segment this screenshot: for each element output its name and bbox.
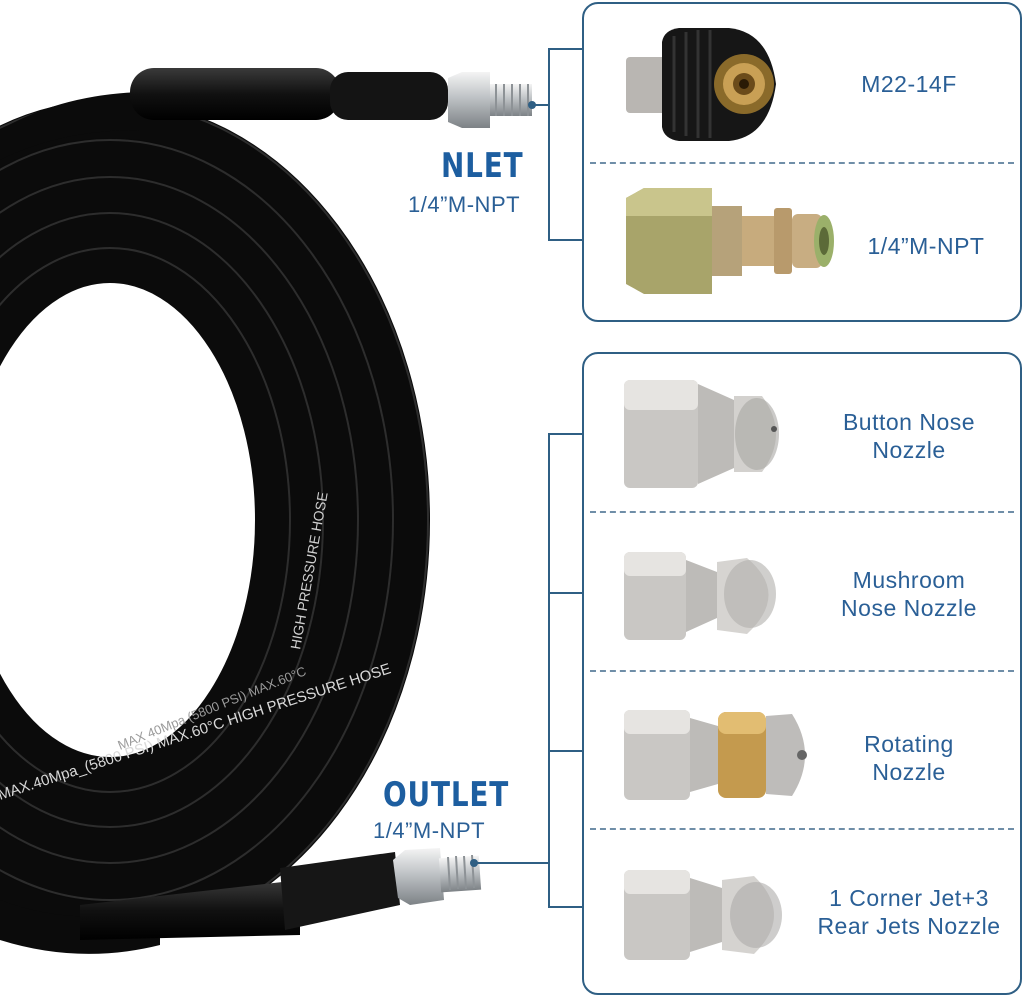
nozzle-bracket-tick-2 xyxy=(548,592,582,594)
m22-coupler-icon xyxy=(626,28,776,141)
nozzle-panel: Button Nose Nozzle Mushroom Nose Nozzle … xyxy=(582,352,1022,995)
inlet-part-name-2: 1/4”M-NPT xyxy=(867,233,985,259)
outlet-title: OUTLET xyxy=(383,775,510,815)
nozzle-name-3-line1: Rotating xyxy=(864,731,954,757)
nozzle-name-2-line2: Nose Nozzle xyxy=(841,595,977,621)
nozzle-divider-1 xyxy=(590,511,1014,513)
inlet-bracket xyxy=(548,48,582,241)
nozzle-name-4-line2: Rear Jets Nozzle xyxy=(817,913,1001,939)
mushroom-nozzle-icon xyxy=(624,552,776,640)
outlet-pointer-dot xyxy=(470,859,478,867)
nozzle-name-4: 1 Corner Jet+3 Rear Jets Nozzle xyxy=(798,884,1020,940)
inlet-spec: 1/4”M-NPT xyxy=(408,192,521,217)
nozzle-name-3-line2: Nozzle xyxy=(872,759,946,785)
nozzle-name-1-line1: Button Nose xyxy=(842,409,976,435)
quick-connect-plug-icon xyxy=(626,188,834,294)
nozzle-name-3: Rotating Nozzle xyxy=(814,730,1004,786)
inlet-pointer-line xyxy=(534,104,548,106)
inlet-parts-panel: M22-14F 1/4”M-NPT xyxy=(582,2,1022,322)
inlet-pointer-dot xyxy=(528,101,536,109)
nozzle-name-2-line1: Mushroom xyxy=(852,567,966,593)
nozzle-name-1-line2: Nozzle xyxy=(872,437,946,463)
nozzle-name-1: Button Nose Nozzle xyxy=(814,408,1004,464)
inlet-title: NLET xyxy=(441,146,524,186)
inlet-part-name-1: M22-14F xyxy=(861,71,957,97)
corner-jet-nozzle-icon xyxy=(624,870,782,960)
nozzle-bracket-tick-3 xyxy=(548,750,582,752)
nozzle-name-2: Mushroom Nose Nozzle xyxy=(814,566,1004,622)
outlet-pointer-line xyxy=(476,862,548,864)
rotating-nozzle-icon xyxy=(624,710,807,800)
outlet-spec: 1/4”M-NPT xyxy=(373,818,486,843)
hose-coil-image: MAX.40Mpa_(5800 PSI) MAX.60°C HIGH PRESS… xyxy=(0,68,532,954)
nozzle-divider-3 xyxy=(590,828,1014,830)
nozzle-bracket xyxy=(548,433,582,908)
inlet-panel-divider xyxy=(590,162,1014,164)
button-nose-nozzle-icon xyxy=(624,380,779,488)
nozzle-name-4-line1: 1 Corner Jet+3 xyxy=(829,885,989,911)
nozzle-divider-2 xyxy=(590,670,1014,672)
